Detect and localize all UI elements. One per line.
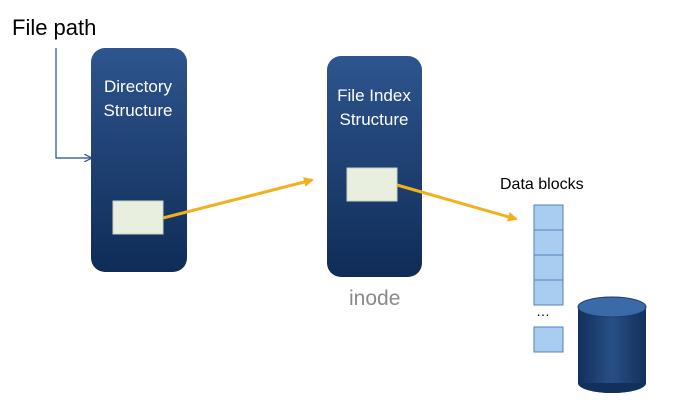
data-blocks-stack [533,204,564,353]
directory-structure-label: Directory Structure [103,77,173,120]
inode-entry-slot [346,167,398,202]
data-block [533,279,564,306]
file-path-label: File path [12,15,97,40]
file-index-structure-label: File Index Structure [337,86,411,129]
data-block [533,229,564,256]
more-blocks-ellipsis: … [536,303,551,319]
data-blocks-label: Data blocks [500,176,584,193]
directory-to-inode-arrow [162,177,314,220]
data-block [533,254,564,281]
data-block [533,204,564,231]
inode-to-data-blocks-arrow [396,183,518,222]
data-block [533,326,564,353]
disk-cylinder-icon [577,296,647,393]
file-path-arrow [55,48,91,158]
directory-entry-slot [112,200,164,235]
inode-label: inode [349,287,401,310]
file-index-structure-box [327,56,422,277]
